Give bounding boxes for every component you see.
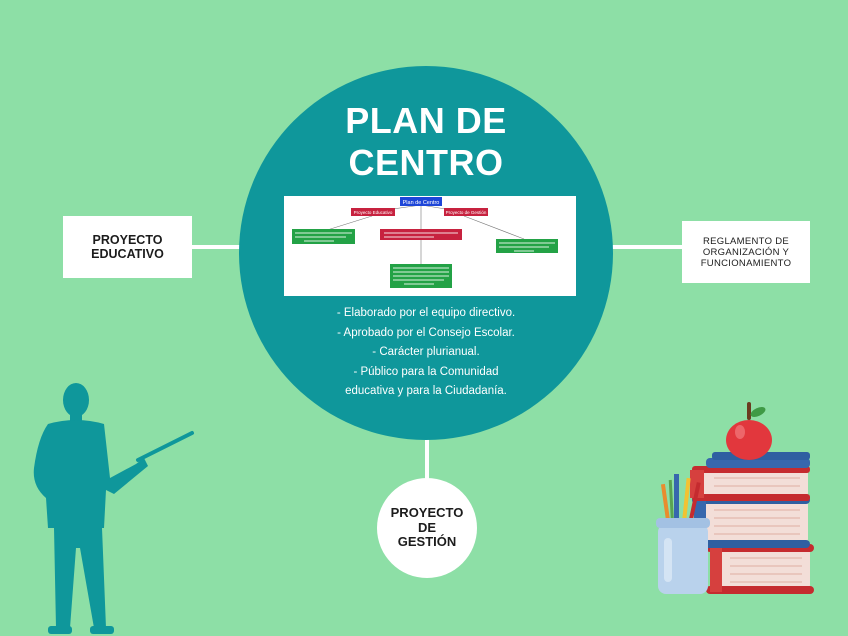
teacher-silhouette-icon xyxy=(33,383,194,634)
thumb-left-node xyxy=(351,208,395,216)
connector-bottom xyxy=(425,438,429,480)
plan-de-centro-title: PLAN DE CENTRO xyxy=(345,100,507,183)
pencil-jar-icon xyxy=(656,474,710,594)
connector-left xyxy=(192,245,242,249)
proyecto-gestion-label: PROYECTO DE GESTIÓN xyxy=(390,505,464,550)
reglamento-label: REGLAMENTO DE ORGANIZACIÓN Y FUNCIONAMIE… xyxy=(700,235,792,269)
thumb-root-node xyxy=(400,197,442,206)
characteristic-item: - Aprobado por el Consejo Escolar. xyxy=(337,326,515,339)
reglamento-node: REGLAMENTO DE ORGANIZACIÓN Y FUNCIONAMIE… xyxy=(682,221,810,283)
concept-map-thumbnail: Plan de Centro Proyecto Educativo Proyec… xyxy=(284,196,576,296)
connector-right xyxy=(610,245,682,249)
proyecto-educativo-label: PROYECTO EDUCATIVO xyxy=(91,233,164,261)
characteristic-item: - Carácter plurianual. xyxy=(372,346,480,358)
apple-icon xyxy=(726,402,772,460)
proyecto-educativo-node: PROYECTO EDUCATIVO xyxy=(63,216,192,278)
plan-characteristics-list: - Elaborado por el equipo directivo. - A… xyxy=(300,304,552,402)
thumb-left-label: Proyecto Educativo xyxy=(354,210,393,215)
characteristic-item: educativa y para la Ciudadanía. xyxy=(345,385,507,397)
stacked-books-icon xyxy=(656,402,814,594)
thumb-right-label: Proyecto de Gestión xyxy=(446,210,487,215)
proyecto-gestion-node: PROYECTO DE GESTIÓN xyxy=(377,478,477,578)
thumb-right-node xyxy=(444,208,488,216)
characteristic-item: - Elaborado por el equipo directivo. xyxy=(336,307,516,319)
thumb-middle-node xyxy=(380,229,462,240)
characteristic-item: - Público para la Comunidad xyxy=(353,365,499,378)
thumb-root-label: Plan de Centro xyxy=(403,200,440,206)
